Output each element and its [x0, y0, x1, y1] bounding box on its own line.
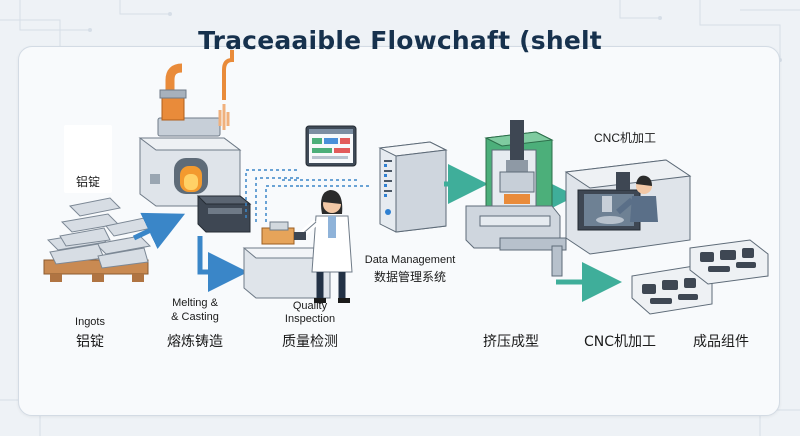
finished-components-icon	[631, 239, 769, 315]
quality-inspector-icon	[294, 190, 353, 303]
assembly-label-zh: 成品组件	[693, 334, 749, 350]
quality-label-en-1: Quality	[292, 300, 328, 312]
melting-label-zh: 熔炼铸造	[167, 334, 223, 350]
cnc-machine-icon	[564, 159, 692, 255]
melting-label-en-2: & Casting	[171, 311, 219, 323]
quality-label-en-2: Inspection	[284, 313, 336, 325]
data-label-en: Data Management	[364, 254, 456, 266]
furnace-icon	[138, 50, 242, 207]
dashboard-monitor-icon	[305, 125, 357, 167]
ingots-label-zh: 铝锭	[76, 334, 104, 350]
extrusion-press-icon	[465, 120, 567, 277]
inspection-bench-icon	[242, 221, 332, 299]
qr-tag	[64, 125, 112, 193]
ingot-stack-icon	[43, 197, 153, 282]
casting-mold-icon	[196, 195, 252, 233]
quality-label-zh: 质量检测	[282, 334, 338, 350]
flow-arrow-furnace-to-inspection	[197, 236, 248, 292]
data-label-zh: 数据管理系统	[373, 270, 446, 284]
data-stream-lines	[245, 169, 372, 222]
cnc-top-label: CNC机加工	[594, 131, 656, 145]
ingots-label-en: Ingots	[75, 316, 105, 328]
flow-arrow-ingots-to-furnace	[132, 212, 186, 249]
server-rack-icon	[378, 141, 448, 233]
extrusion-label-zh: 挤压成型	[483, 334, 539, 350]
cnc-bottom-label: CNC机加工	[583, 334, 657, 350]
melting-label-en-1: Melting &	[172, 297, 218, 309]
qr-tag-label: 铝锭	[75, 175, 100, 189]
page-title: Traceaaible Flowchaft (shelt	[198, 26, 602, 55]
